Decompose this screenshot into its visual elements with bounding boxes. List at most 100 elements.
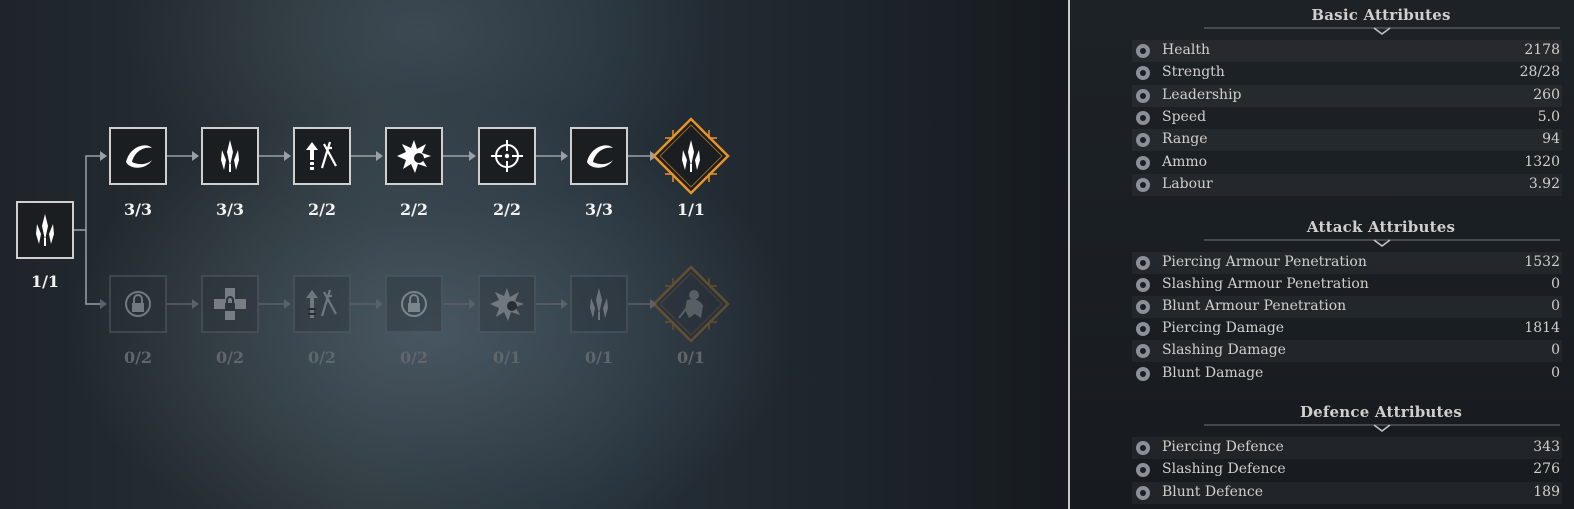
strength-icon — [1136, 66, 1150, 81]
attribute-value: 94 — [1542, 131, 1560, 148]
piercing-penetration-icon — [1136, 256, 1150, 270]
skill-count: 0/2 — [399, 348, 429, 367]
attribute-row: Leadership 260 — [1132, 84, 1562, 107]
piercing-damage-icon — [1136, 322, 1150, 337]
attribute-row: Ammo 1320 — [1132, 152, 1562, 174]
skill-count: 0/1 — [584, 348, 614, 367]
attribute-value: 276 — [1533, 461, 1560, 478]
attribute-value: 1532 — [1524, 254, 1560, 270]
skill-count: 2/2 — [307, 200, 337, 219]
burst-icon — [397, 140, 431, 173]
skill-node[interactable] — [109, 127, 167, 185]
skill-count: 0/2 — [123, 348, 153, 367]
attribute-label: Health — [1162, 42, 1210, 58]
slashing-penetration-icon — [1136, 278, 1150, 293]
attribute-label: Leadership — [1162, 86, 1242, 103]
crescent-slash-icon — [126, 145, 152, 168]
attribute-value: 0 — [1551, 342, 1560, 359]
attribute-row: Health 2178 — [1132, 40, 1562, 62]
attribute-value: 189 — [1533, 483, 1560, 500]
attribute-value: 5.0 — [1537, 108, 1560, 125]
skill-count: 3/3 — [215, 200, 245, 219]
skill-node-capstone-locked[interactable] — [651, 264, 731, 344]
attribute-row: Slashing Damage 0 — [1132, 340, 1562, 363]
attribute-row: Slashing Defence 276 — [1132, 459, 1562, 481]
basic-attributes-title: Basic Attributes — [1311, 6, 1451, 24]
burst-icon — [490, 288, 524, 321]
spear-tip-icon — [682, 140, 700, 172]
attribute-value: 1814 — [1524, 320, 1560, 337]
tree-connectors — [74, 151, 657, 309]
skill-node[interactable] — [570, 127, 628, 185]
skill-node-locked[interactable] — [293, 275, 351, 333]
skill-node-root[interactable] — [16, 201, 74, 259]
attribute-label: Blunt Armour Penetration — [1162, 298, 1347, 315]
skill-node-locked[interactable] — [201, 275, 259, 333]
skill-node[interactable] — [201, 127, 259, 185]
skill-node[interactable] — [385, 127, 443, 185]
attribute-row: Blunt Armour Penetration 0 — [1132, 296, 1562, 319]
attribute-label: Blunt Defence — [1162, 483, 1263, 500]
medic-cross-lock-icon — [214, 288, 246, 320]
attribute-label: Slashing Damage — [1162, 342, 1286, 359]
blunt-defence-icon — [1136, 485, 1150, 500]
attribute-label: Piercing Defence — [1162, 439, 1284, 455]
arrows-up-icon — [306, 289, 337, 318]
piercing-defence-icon — [1136, 441, 1150, 455]
attribute-value: 0 — [1551, 364, 1560, 381]
lock-icon — [125, 291, 151, 317]
skill-count: 1/1 — [30, 272, 60, 291]
arrows-up-icon — [306, 141, 337, 170]
skill-node[interactable] — [293, 127, 351, 185]
slashing-defence-icon — [1136, 463, 1150, 478]
attribute-row: Blunt Defence 189 — [1132, 481, 1562, 504]
slashing-damage-icon — [1136, 344, 1150, 359]
skill-count: 3/3 — [584, 200, 614, 219]
attribute-label: Slashing Armour Penetration — [1162, 276, 1369, 293]
section-title-rule — [1204, 27, 1560, 35]
attribute-value: 3.92 — [1528, 175, 1560, 192]
speed-icon — [1136, 110, 1150, 125]
spear-tip-icon — [221, 140, 239, 172]
attribute-value: 343 — [1533, 439, 1560, 455]
attribute-row: Piercing Defence 343 — [1132, 437, 1562, 459]
health-icon — [1136, 44, 1150, 58]
blunt-damage-icon — [1136, 366, 1150, 381]
skill-count: 1/1 — [676, 200, 706, 219]
attribute-label: Slashing Defence — [1162, 461, 1286, 478]
skill-count: 2/2 — [492, 200, 522, 219]
skill-count: 0/1 — [676, 348, 706, 367]
labour-icon — [1136, 177, 1150, 192]
skill-count: 0/2 — [215, 348, 245, 367]
skill-count: 0/1 — [492, 348, 522, 367]
range-icon — [1136, 133, 1150, 148]
skill-node-locked[interactable] — [478, 275, 536, 333]
attribute-value: 0 — [1551, 298, 1560, 315]
attribute-value: 260 — [1533, 86, 1560, 103]
attribute-value: 1320 — [1524, 153, 1560, 170]
skill-node-locked[interactable] — [385, 275, 443, 333]
spear-tip-icon — [36, 214, 54, 246]
attribute-row: Blunt Damage 0 — [1132, 363, 1562, 385]
attribute-label: Blunt Damage — [1162, 364, 1264, 381]
skill-node-locked[interactable] — [570, 275, 628, 333]
attribute-value: 28/28 — [1519, 64, 1560, 81]
lock-icon — [401, 291, 427, 317]
attribute-value: 2178 — [1524, 42, 1560, 58]
attribute-label: Ammo — [1162, 153, 1208, 170]
leadership-icon — [1136, 88, 1150, 103]
skill-count: 2/2 — [399, 200, 429, 219]
skill-node-capstone-unlocked[interactable] — [651, 116, 731, 196]
blunt-penetration-icon — [1136, 300, 1150, 315]
skill-node-locked[interactable] — [109, 275, 167, 333]
crescent-slash-icon — [587, 145, 613, 168]
attribute-label: Strength — [1162, 64, 1225, 81]
skill-node[interactable] — [478, 127, 536, 185]
